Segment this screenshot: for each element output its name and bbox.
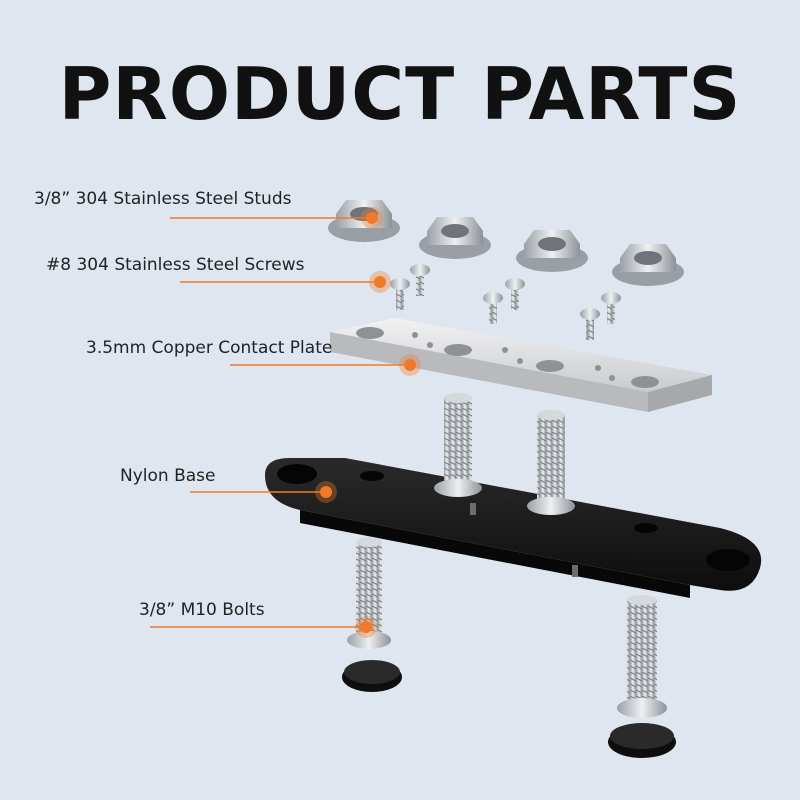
small-screw bbox=[601, 292, 621, 324]
page-title: PRODUCT PARTS bbox=[58, 52, 742, 136]
m10-bolt bbox=[608, 595, 676, 758]
label-studs: 3/8” 304 Stainless Steel Studs bbox=[34, 189, 292, 209]
stud-nut bbox=[328, 200, 400, 242]
m10-bolt bbox=[342, 537, 402, 692]
label-m10-bolts: 3/8” M10 Bolts bbox=[139, 600, 265, 620]
label-contact-plate: 3.5mm Copper Contact Plate bbox=[86, 338, 333, 358]
callout-dots bbox=[315, 207, 421, 638]
label-nylon-base: Nylon Base bbox=[120, 466, 216, 486]
small-screw bbox=[505, 278, 525, 310]
small-screw bbox=[580, 308, 600, 340]
upright-stud bbox=[434, 393, 482, 497]
label-screws: #8 304 Stainless Steel Screws bbox=[46, 255, 305, 275]
small-screw bbox=[483, 292, 503, 324]
upright-stud bbox=[527, 410, 575, 515]
nylon-base bbox=[265, 458, 762, 598]
callout-lines bbox=[150, 217, 410, 628]
small-screw bbox=[390, 278, 410, 310]
small-screw bbox=[410, 264, 430, 296]
contact-plate bbox=[330, 318, 712, 412]
stud-nut bbox=[419, 217, 491, 259]
stud-nut bbox=[612, 244, 684, 286]
stud-nut bbox=[516, 230, 588, 272]
